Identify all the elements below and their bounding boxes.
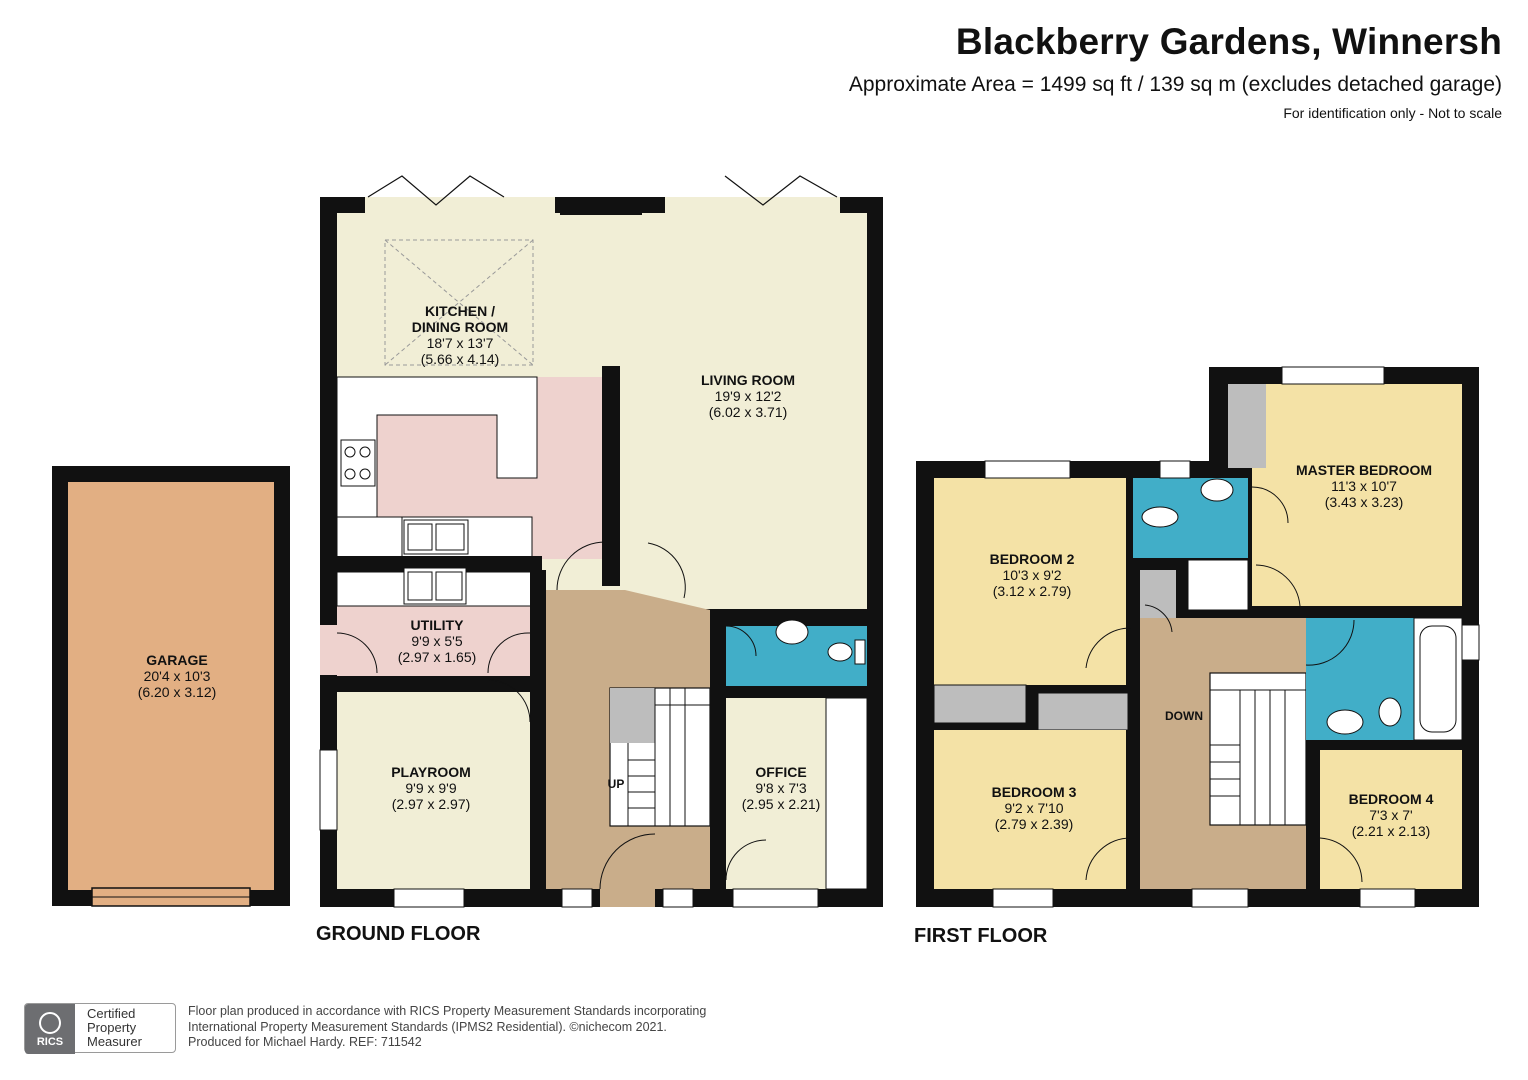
rics-logo: RICS — [25, 1004, 75, 1054]
kitchen-name-line1: KITCHEN / — [425, 303, 495, 319]
bedroom3-imperial: 9'2 x 7'10 — [1004, 800, 1063, 816]
bath-icon — [1413, 617, 1463, 741]
skylight — [384, 239, 534, 366]
bedroom4-imperial: 7'3 x 7' — [1369, 807, 1412, 823]
approximate-area: Approximate Area = 1499 sq ft / 139 sq m… — [848, 73, 1502, 96]
utility-name: UTILITY — [411, 617, 465, 633]
first-floor-label: FIRST FLOOR — [914, 925, 1048, 947]
property-title: Blackberry Gardens, Winnersh — [955, 21, 1502, 62]
playroom-name: PLAYROOM — [391, 764, 471, 780]
master-name: MASTER BEDROOM — [1296, 462, 1432, 478]
bedroom4-metric: (2.21 x 2.13) — [1352, 823, 1431, 839]
footer-line-1: Floor plan produced in accordance with R… — [188, 1004, 707, 1018]
master-bedroom-floor — [1252, 384, 1462, 606]
garage-floor — [68, 482, 274, 890]
ground-floor-label: GROUND FLOOR — [316, 923, 481, 945]
rics-logo-text: RICS — [36, 1036, 64, 1048]
living-imperial: 19'9 x 12'2 — [715, 388, 782, 404]
hob-icon — [340, 439, 376, 487]
office-metric: (2.95 x 2.21) — [742, 796, 821, 812]
cert-line-3: Measurer — [87, 1034, 142, 1049]
bedroom3-metric: (2.79 x 2.39) — [995, 816, 1074, 832]
bifold-door-living — [724, 175, 838, 206]
kitchen-name-line2: DINING ROOM — [412, 319, 508, 335]
bedroom3-name: BEDROOM 3 — [992, 784, 1077, 800]
cert-line-2: Property — [87, 1020, 137, 1035]
utility-imperial: 9'9 x 5'5 — [411, 633, 462, 649]
kitchen-living-wall — [602, 366, 620, 586]
cert-line-1: Certified — [87, 1006, 136, 1021]
rics-certification-text: Certified Property Measurer — [87, 1007, 142, 1049]
stairs-down-label: DOWN — [1165, 709, 1203, 723]
utility-sink-icon — [403, 567, 467, 605]
stairs-up-label: UP — [608, 777, 625, 791]
garage-metric: (6.20 x 3.12) — [138, 684, 217, 700]
footer-line-3: Produced for Michael Hardy. REF: 711542 — [188, 1035, 422, 1049]
bedroom2-imperial: 10'3 x 9'2 — [1002, 567, 1061, 583]
shower-icon — [1187, 559, 1249, 611]
garage-name: GARAGE — [146, 652, 207, 668]
playroom-metric: (2.97 x 2.97) — [392, 796, 471, 812]
living-metric: (6.02 x 3.71) — [709, 404, 788, 420]
bedroom2-floor — [934, 478, 1126, 685]
room-labels: GARAGE 20'4 x 10'3 (6.20 x 3.12) KITCHEN… — [138, 303, 1434, 839]
wardrobe — [1228, 384, 1266, 468]
staircase-down — [1209, 672, 1307, 826]
garage-imperial: 20'4 x 10'3 — [144, 668, 211, 684]
bifold-door-kitchen — [367, 175, 505, 206]
rics-certified-badge: RICS Certified Property Measurer — [24, 1003, 176, 1054]
first-floor — [916, 366, 1480, 908]
master-metric: (3.43 x 3.23) — [1325, 494, 1404, 510]
footer-line-2: International Property Measurement Stand… — [188, 1019, 667, 1034]
disclaimer-note: For identification only - Not to scale — [1283, 105, 1502, 121]
ground-floor — [319, 175, 883, 908]
wc-toilet-icon — [827, 642, 853, 662]
rics-crest-icon — [39, 1012, 61, 1034]
bedroom2-metric: (3.12 x 2.79) — [993, 583, 1072, 599]
bedroom4-floor — [1320, 750, 1462, 889]
playroom-imperial: 9'9 x 9'9 — [405, 780, 456, 796]
master-imperial: 11'3 x 10'7 — [1331, 478, 1397, 494]
bedroom4-name: BEDROOM 4 — [1349, 791, 1434, 807]
utility-metric: (2.97 x 1.65) — [398, 649, 477, 665]
kitchen-imperial: 18'7 x 13'7 — [427, 335, 494, 351]
bedroom2-name: BEDROOM 2 — [990, 551, 1075, 567]
wc-basin-icon — [775, 619, 809, 645]
header: Blackberry Gardens, Winnersh Approximate… — [849, 20, 1502, 122]
utility-top-wall — [320, 556, 542, 572]
living-name: LIVING ROOM — [701, 372, 795, 388]
office-name: OFFICE — [755, 764, 806, 780]
office-imperial: 9'8 x 7'3 — [755, 780, 806, 796]
playroom-floor — [337, 692, 530, 889]
kitchen-metric: (5.66 x 4.14) — [421, 351, 500, 367]
garage-block — [52, 466, 290, 907]
bedroom3-floor — [934, 730, 1126, 889]
footer-disclaimer: Floor plan produced in accordance with R… — [188, 1004, 706, 1051]
